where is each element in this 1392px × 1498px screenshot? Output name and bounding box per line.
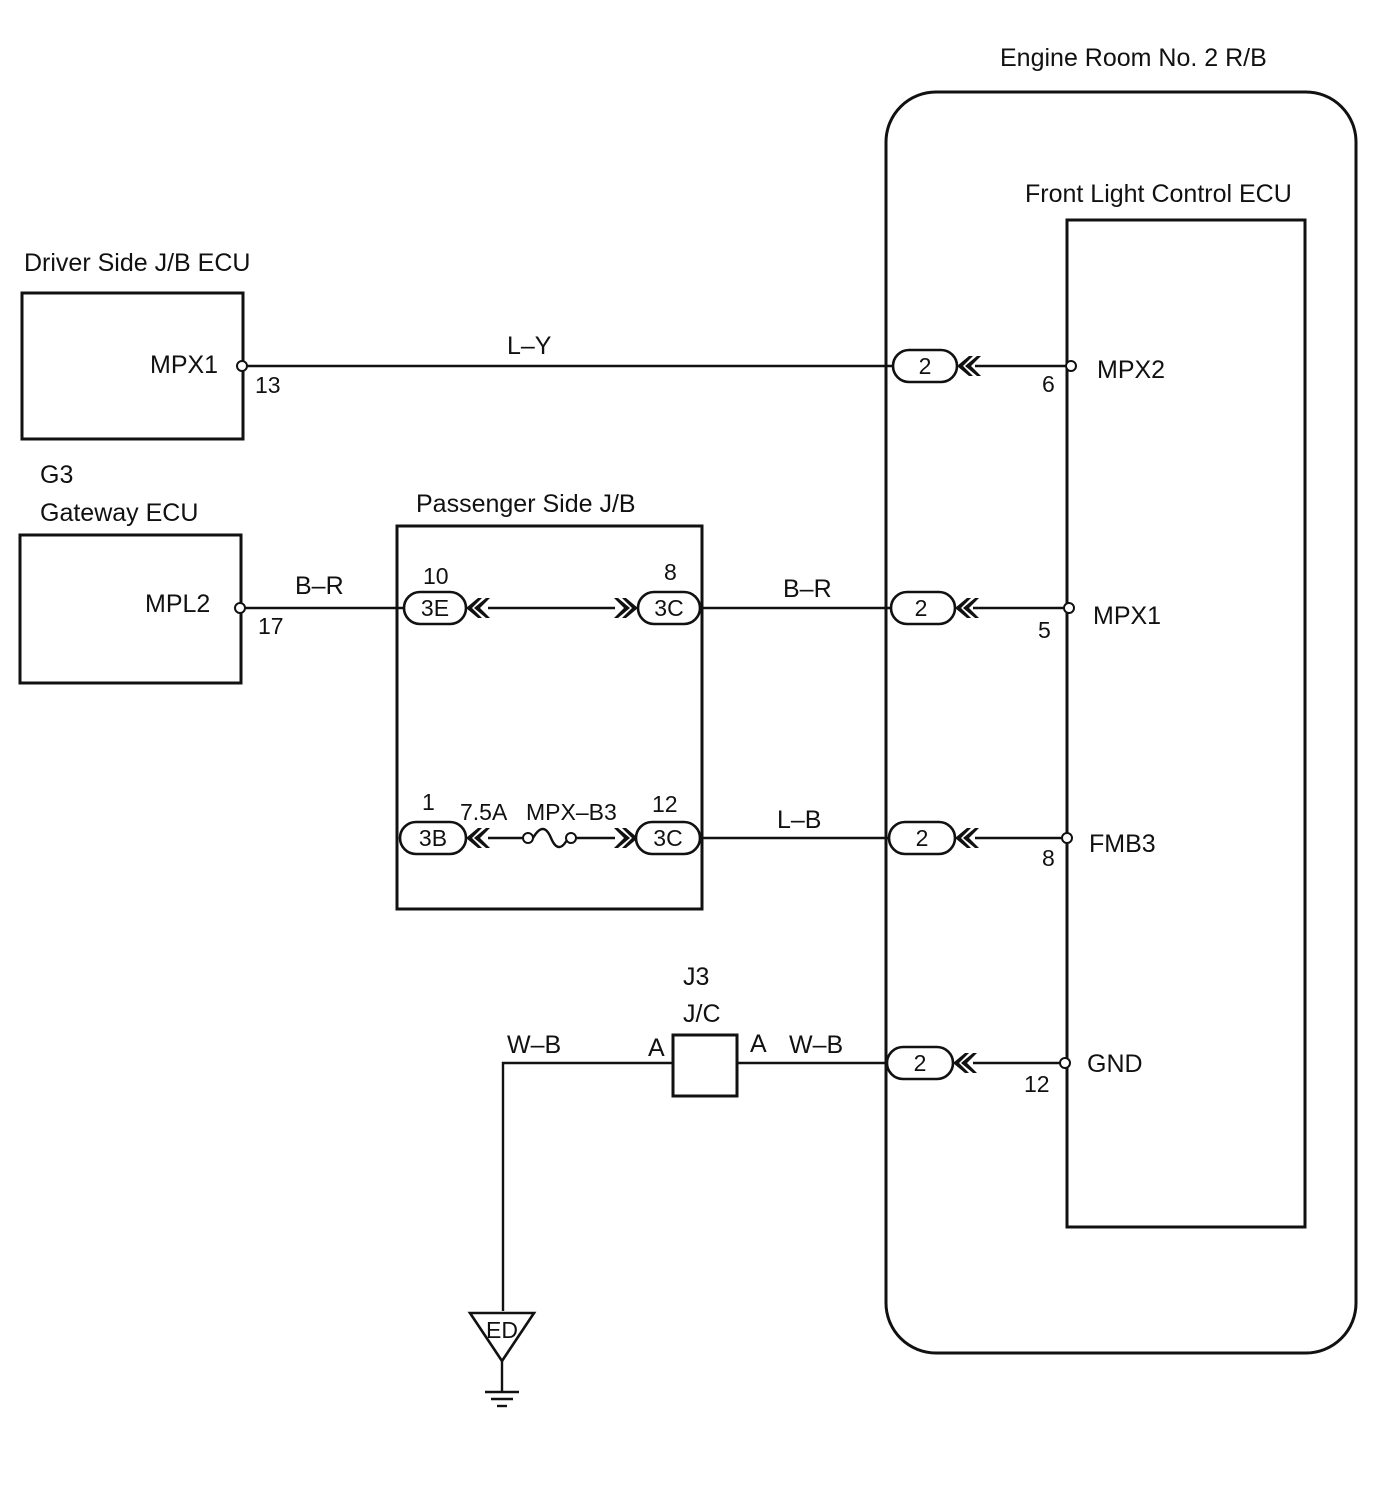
ecu-terminal-gnd: GND — [1087, 1050, 1143, 1078]
jb-pin-12: 12 — [652, 791, 678, 817]
terminal-driver-mpx1 — [236, 360, 248, 372]
terminal-ecu-mpx2 — [1065, 360, 1077, 372]
front-light-ecu-label: Front Light Control ECU — [1025, 180, 1292, 208]
jc-pin-right: A — [750, 1030, 767, 1058]
jc-pin-left: A — [648, 1034, 665, 1062]
jb-pin-8: 8 — [664, 559, 677, 585]
front-light-ecu-box — [1065, 218, 1307, 1229]
jb-connector-3c-top-label: 3C — [654, 595, 683, 621]
rb-connector-2: 2 — [889, 590, 979, 626]
jb-connector-3c-bottom-label: 3C — [653, 825, 682, 851]
wire-color-wb-left: W–B — [507, 1031, 561, 1059]
rb-connector-1-label: 2 — [919, 353, 932, 379]
ecu-terminal-fmb3: FMB3 — [1089, 830, 1156, 858]
gateway-code: G3 — [40, 461, 73, 489]
jc-box — [671, 1033, 739, 1098]
ecu-terminal-mpx2: MPX2 — [1097, 356, 1165, 384]
jc-code: J3 — [683, 963, 709, 991]
wire-color-ly: L–Y — [507, 332, 552, 360]
jc-name: J/C — [683, 1000, 721, 1028]
jb-connector-3c-top: 3C — [614, 590, 702, 626]
wire-color-wb-right: W–B — [789, 1031, 843, 1059]
fuse-amperage: 7.5A — [460, 799, 508, 825]
gateway-terminal: MPL2 — [145, 590, 210, 618]
ecu-terminal-mpx1: MPX1 — [1093, 602, 1161, 630]
ecu-pin-8: 8 — [1042, 845, 1055, 871]
terminal-gateway-mpl2 — [234, 602, 246, 614]
terminal-ecu-fmb3 — [1061, 832, 1073, 844]
jb-connector-3e: 3E — [402, 590, 490, 626]
gateway-pin: 17 — [258, 613, 284, 639]
jb-pin-1: 1 — [422, 789, 435, 815]
rb-connector-3-label: 2 — [916, 825, 929, 851]
ground-code: ED — [486, 1317, 518, 1343]
passenger-jb-label: Passenger Side J/B — [416, 490, 636, 518]
fuse-icon — [522, 827, 577, 849]
engine-room-rb-label: Engine Room No. 2 R/B — [1000, 44, 1267, 72]
driver-jb-ecu-label: Driver Side J/B ECU — [24, 249, 250, 277]
rb-connector-1: 2 — [891, 348, 981, 384]
jb-connector-3c-bottom: 3C — [614, 820, 702, 856]
wire-color-br-left: B–R — [295, 572, 344, 600]
terminal-ecu-gnd — [1059, 1057, 1071, 1069]
terminal-ecu-mpx1 — [1063, 602, 1075, 614]
driver-ecu-terminal: MPX1 — [150, 351, 218, 379]
ecu-pin-12: 12 — [1024, 1071, 1050, 1097]
passenger-jb-box — [395, 524, 704, 911]
ground-symbol-icon — [485, 1390, 519, 1408]
jb-connector-3b-label: 3B — [419, 825, 447, 851]
engine-room-rb-box — [884, 90, 1358, 1355]
rb-connector-2-label: 2 — [915, 595, 928, 621]
fuse-name: MPX–B3 — [526, 799, 617, 825]
ecu-pin-5: 5 — [1038, 617, 1051, 643]
driver-ecu-pin: 13 — [255, 372, 281, 398]
rb-connector-4: 2 — [885, 1045, 977, 1081]
jb-connector-3e-label: 3E — [421, 595, 449, 621]
wire-color-lb: L–B — [777, 806, 821, 834]
wire-wb-left — [501, 1061, 673, 1311]
gateway-ecu-label: Gateway ECU — [40, 499, 198, 527]
ground-point-icon: ED — [467, 1311, 537, 1392]
jb-connector-3b: 3B — [398, 820, 490, 856]
rb-connector-4-label: 2 — [914, 1050, 927, 1076]
ecu-pin-6: 6 — [1042, 371, 1055, 397]
rb-connector-3: 2 — [887, 820, 979, 856]
jb-pin-10: 10 — [423, 563, 449, 589]
wire-color-br-right: B–R — [783, 575, 832, 603]
